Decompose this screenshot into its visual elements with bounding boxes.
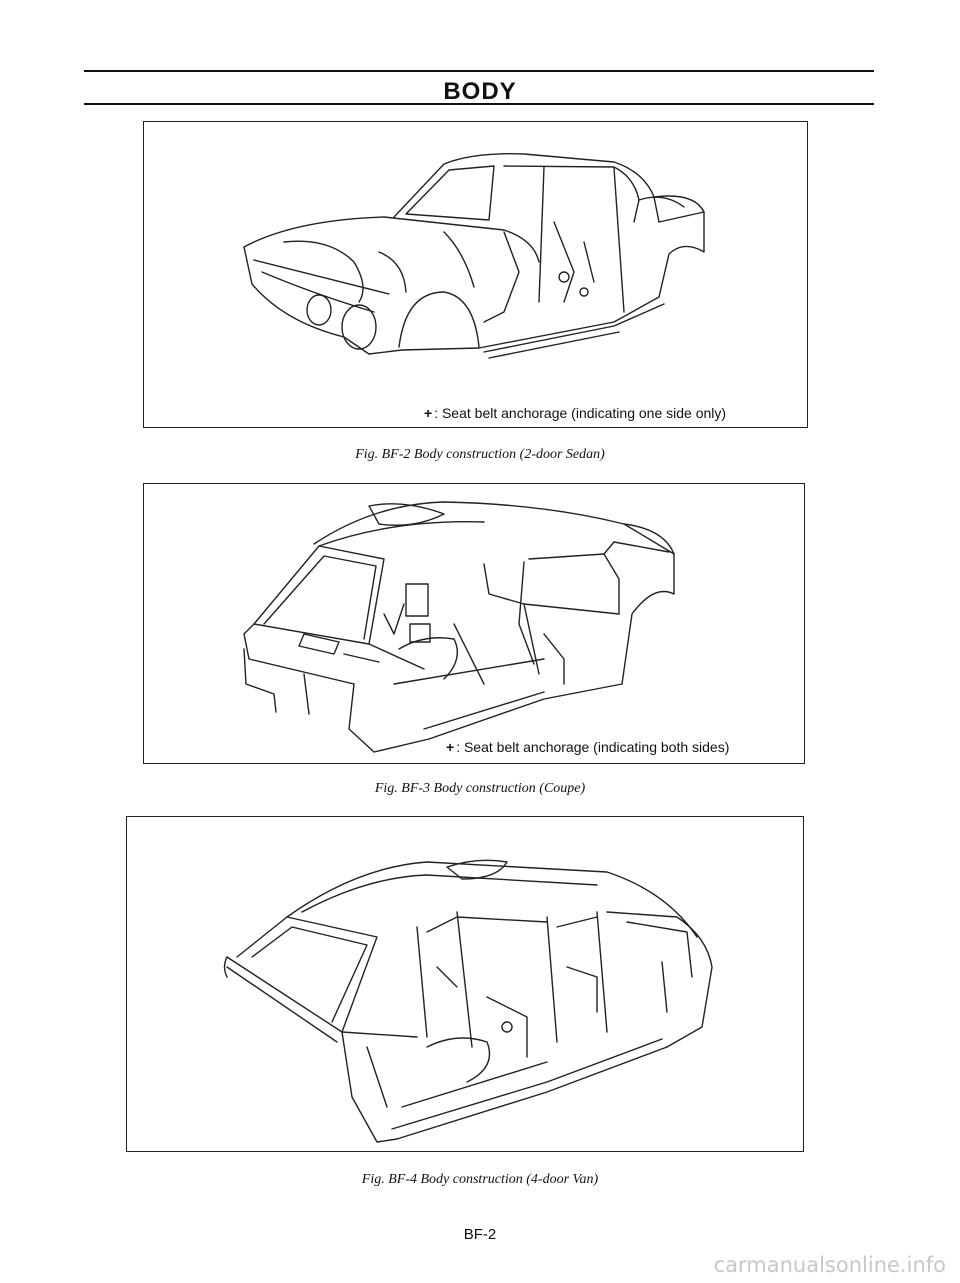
- figure-bf2-note-text: : Seat belt anchorage (indicating one si…: [434, 405, 727, 421]
- header-rule-top: [84, 70, 874, 72]
- sedan-body-illustration: [243, 153, 705, 359]
- figure-bf3-note: +: Seat belt anchorage (indicating both …: [446, 739, 729, 755]
- figure-bf3-caption: Fig. BF-3 Body construction (Coupe): [374, 781, 586, 796]
- figure-bf2-note: +: Seat belt anchorage (indicating one s…: [424, 405, 726, 421]
- header-rule-bottom: [84, 103, 874, 105]
- seat-belt-anchor-icon: +: [446, 739, 455, 755]
- figure-bf4-caption: Fig. BF-4 Body construction (4-door Van): [361, 1172, 599, 1187]
- figure-bf2-caption: Fig. BF-2 Body construction (2-door Seda…: [355, 447, 605, 462]
- figure-bf3-coupe: +: Seat belt anchorage (indicating both …: [143, 483, 805, 764]
- section-title: BODY: [443, 78, 517, 105]
- figure-bf3-note-text: : Seat belt anchorage (indicating both s…: [456, 739, 730, 755]
- van-body-illustration: [223, 859, 713, 1143]
- page-number: BF-2: [463, 1226, 497, 1243]
- figure-bf4-van: [126, 816, 804, 1152]
- seat-belt-anchor-icon: +: [424, 405, 433, 421]
- watermark: carmanualsonline.info: [713, 1253, 946, 1277]
- figure-bf2-sedan: +: Seat belt anchorage (indicating one s…: [143, 121, 808, 428]
- coupe-body-illustration: [243, 501, 675, 753]
